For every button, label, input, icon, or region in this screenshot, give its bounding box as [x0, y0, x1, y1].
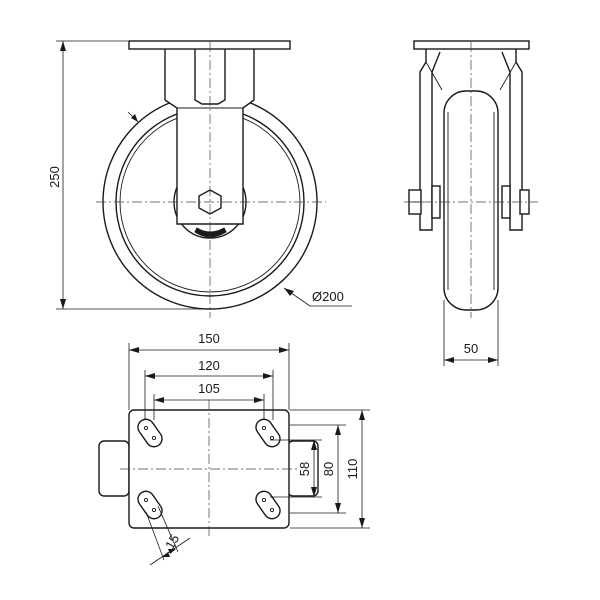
- diameter-label: Ø200: [312, 289, 344, 304]
- hub-bearing: [194, 227, 227, 238]
- front-view: 250 Ø200: [47, 40, 352, 318]
- mounting-slot-bottom-right: [255, 490, 281, 520]
- mounting-slot-top-right: [255, 418, 281, 448]
- dim110-arrow-top: [359, 410, 365, 420]
- dim80-arrow-bottom: [335, 503, 341, 513]
- dim15-arrow-1: [162, 552, 170, 557]
- dim15-ext-2: [157, 505, 179, 553]
- plate-view: 150 120 105 15 58 80: [98, 331, 370, 566]
- dim105-arrow-left: [154, 397, 164, 403]
- dim150-arrow-right: [279, 347, 289, 353]
- top-plate: [128, 40, 291, 50]
- mounting-slot-bottom-left: [137, 490, 163, 520]
- height-arrow-top: [60, 41, 66, 51]
- dim120-arrow-right: [263, 373, 273, 379]
- side-fork-left-brace: [425, 61, 443, 91]
- width-arrow-left: [444, 357, 454, 363]
- dim58-label: 58: [297, 462, 312, 476]
- side-top-plate: [413, 40, 530, 50]
- width-arrow-right: [488, 357, 498, 363]
- dim105-label: 105: [198, 381, 220, 396]
- height-arrow-bottom: [60, 299, 66, 309]
- height-label: 250: [47, 166, 62, 188]
- dim105-arrow-right: [254, 397, 264, 403]
- dim15-ext-1: [145, 511, 165, 561]
- dim80-label: 80: [321, 462, 336, 476]
- diameter-arrow: [284, 288, 294, 296]
- mounting-slot-top-left: [137, 418, 163, 448]
- dim110-label: 110: [345, 459, 360, 480]
- fork-arm: [164, 47, 255, 225]
- side-view: 50: [404, 40, 538, 366]
- dim80-arrow-top: [335, 425, 341, 435]
- plate-left-protrusion: [98, 440, 130, 497]
- dim58-arrow-top: [311, 440, 317, 450]
- width-label: 50: [464, 341, 478, 356]
- dim120-label: 120: [198, 358, 220, 373]
- tread-marker-arrow: [131, 114, 138, 122]
- dim58-arrow-bottom: [311, 487, 317, 497]
- side-fork-right-brace: [499, 61, 517, 91]
- dim15-label: 15: [162, 532, 182, 552]
- dim110-arrow-bottom: [359, 518, 365, 528]
- dim15-arrow-2: [168, 549, 176, 554]
- dim120-arrow-left: [145, 373, 155, 379]
- dim150-arrow-left: [129, 347, 139, 353]
- dim150-label: 150: [198, 331, 220, 346]
